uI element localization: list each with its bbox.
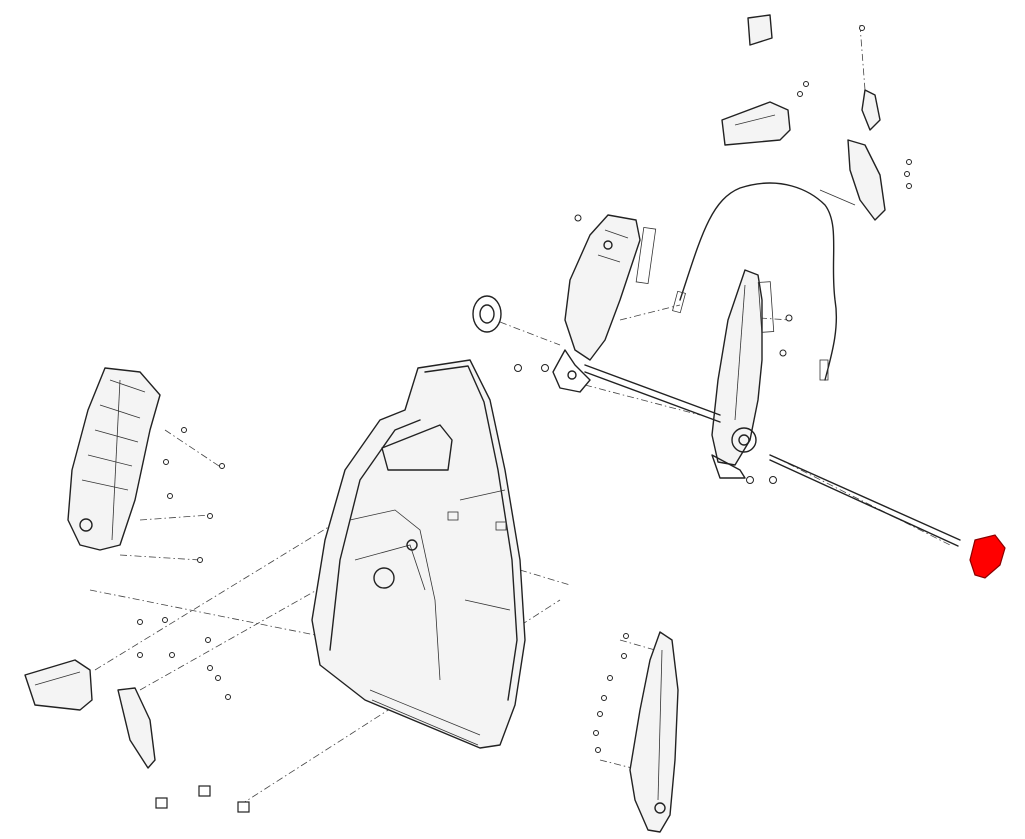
left-side-cover <box>67 367 161 551</box>
recliner-right <box>711 269 775 479</box>
trim-bezel-left <box>24 659 93 711</box>
leader-lines <box>89 24 951 806</box>
trim-bezel-upper <box>721 101 791 146</box>
top-clip <box>747 14 773 46</box>
recliner-knob[interactable] <box>969 534 1006 579</box>
release-cable <box>672 182 856 381</box>
handle-bracket <box>117 687 156 769</box>
seat-back-frame <box>311 359 526 749</box>
clips <box>155 785 250 813</box>
headrest-guide <box>847 89 886 221</box>
screws <box>137 25 912 753</box>
pivot-cap <box>472 295 502 333</box>
recliner-left <box>552 214 657 393</box>
cross-rod <box>584 364 961 547</box>
right-side-cover <box>629 631 679 833</box>
